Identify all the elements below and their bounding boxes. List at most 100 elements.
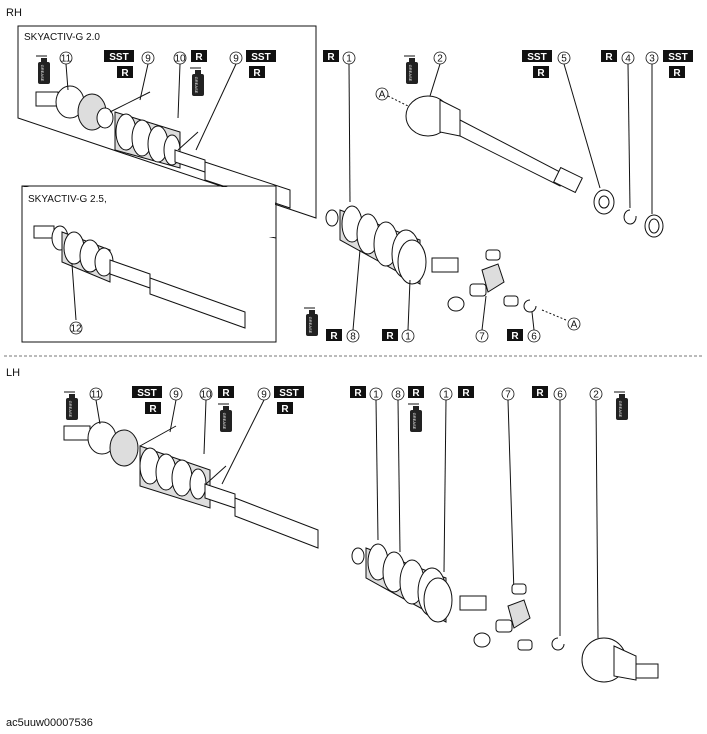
svg-text:R: R: [511, 331, 519, 342]
callout-11: 11: [91, 390, 102, 401]
clip: [551, 637, 565, 651]
sst-tag: [522, 50, 552, 62]
svg-text:R: R: [462, 388, 470, 399]
callout-1: 1: [443, 390, 449, 401]
r-tag: [382, 329, 398, 341]
svg-text:SST: SST: [137, 388, 156, 399]
svg-text:R: R: [121, 68, 129, 79]
figure-code: ac5uuw00007536: [6, 717, 93, 729]
rh-inner-boot-assembly: [325, 205, 459, 285]
r-tag: [669, 66, 685, 78]
callout-1: 1: [346, 54, 352, 65]
callout-8: 8: [350, 332, 356, 343]
r-tag: [533, 66, 549, 78]
callout-3: 3: [649, 54, 655, 65]
callout-10: 10: [174, 54, 186, 65]
r-tag: [350, 386, 366, 398]
boot-neck: [174, 149, 206, 173]
lh-tripod-joint: [473, 583, 533, 651]
grease-icon: [35, 55, 51, 85]
r-tag: [323, 50, 339, 62]
r-tag: [117, 66, 133, 78]
callout-1: 1: [373, 390, 379, 401]
grease-icon: [407, 403, 423, 433]
callout-7: 7: [479, 332, 485, 343]
callout-9: 9: [233, 54, 239, 65]
callout-7: 7: [505, 390, 511, 401]
svg-text:R: R: [149, 404, 157, 415]
skyactiv-20-label: SKYACTIV-G 2.0: [24, 32, 100, 43]
r-tag: [191, 50, 207, 62]
r-tag: [218, 386, 234, 398]
r-tag: [326, 329, 342, 341]
svg-text:SST: SST: [279, 388, 298, 399]
callout-2: 2: [593, 390, 599, 401]
svg-text:R: R: [222, 388, 230, 399]
svg-text:R: R: [354, 388, 362, 399]
callout-5: 5: [561, 54, 567, 65]
svg-text:R: R: [673, 68, 681, 79]
grease-icon: [613, 391, 629, 421]
grease-icon: [189, 67, 205, 97]
r-tag: [532, 386, 548, 398]
lh-inner-boot-assembly: [351, 543, 487, 623]
callout-6: 6: [557, 390, 563, 401]
svg-text:R: R: [330, 331, 338, 342]
clip: [523, 299, 537, 313]
sst-tag: [274, 386, 304, 398]
section-label-lh: LH: [6, 367, 20, 379]
sst-tag: [104, 50, 134, 62]
skyactiv-25-label: SKYACTIV-G 2.5,: [28, 194, 107, 205]
r-tag: [408, 386, 424, 398]
r-tag: [601, 50, 617, 62]
callout-4: 4: [625, 54, 631, 65]
svg-text:R: R: [195, 52, 203, 63]
svg-text:R: R: [537, 68, 545, 79]
rh-25-shaft: [149, 277, 246, 329]
sst-tag: [246, 50, 276, 62]
svg-text:R: R: [386, 331, 394, 342]
svg-text:SST: SST: [251, 52, 270, 63]
sst-tag: [663, 50, 693, 62]
clamp-ring: [96, 107, 114, 129]
callout-9: 9: [173, 390, 179, 401]
inner-spline: [431, 257, 459, 273]
r-tag: [145, 402, 161, 414]
callout-a: A: [379, 90, 386, 101]
rh-inner-joint-shaft: [405, 95, 583, 194]
callout-8: 8: [395, 390, 401, 401]
callout-10: 10: [200, 390, 212, 401]
callout-9: 9: [261, 390, 267, 401]
r-tag: [249, 66, 265, 78]
lh-shaft: [234, 497, 319, 549]
grease-icon: [63, 391, 79, 421]
svg-text:R: R: [253, 68, 261, 79]
grease-icon: [217, 403, 233, 433]
rh-tripod-joint: [447, 249, 519, 312]
r-tag: [507, 329, 523, 341]
skyactiv-20-frame: [17, 25, 317, 219]
callout-9: 9: [145, 54, 151, 65]
svg-text:SST: SST: [527, 52, 546, 63]
section-label-rh: RH: [6, 7, 22, 19]
clip: [623, 209, 637, 225]
svg-text:SST: SST: [109, 52, 128, 63]
callout-a: A: [571, 320, 578, 331]
sst-tag: [132, 386, 162, 398]
svg-text:R: R: [536, 388, 544, 399]
r-tag: [277, 402, 293, 414]
callout-2: 2: [437, 54, 443, 65]
callout-1: 1: [405, 332, 411, 343]
outer-spline: [35, 91, 59, 107]
svg-text:R: R: [412, 388, 420, 399]
boot-band: [397, 239, 427, 285]
svg-text:R: R: [605, 52, 613, 63]
lh-shaft-assembly: [63, 421, 319, 549]
lh-inner-joint-housing: [581, 637, 659, 683]
callout-11: 11: [61, 54, 72, 65]
callout-12: 12: [70, 324, 82, 335]
svg-text:R: R: [281, 404, 289, 415]
svg-text:SST: SST: [668, 52, 687, 63]
